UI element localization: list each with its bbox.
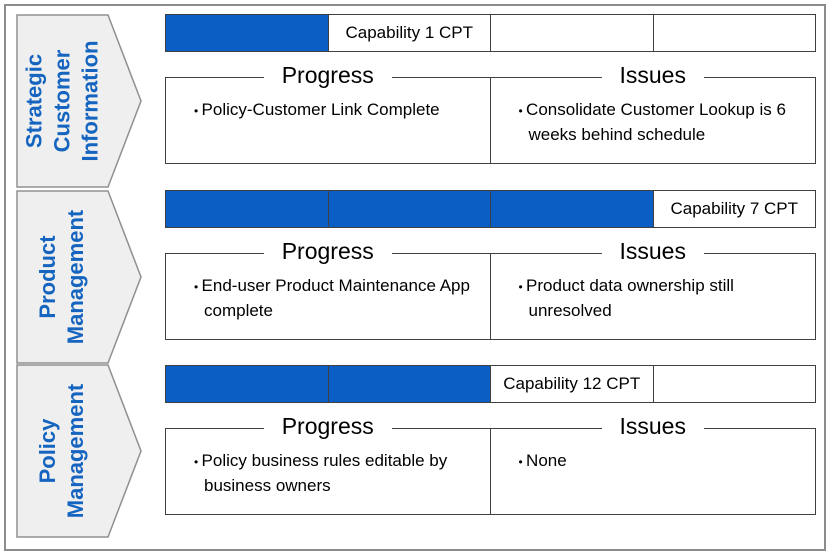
issues-title: Issues [601, 62, 704, 88]
progress-segment [166, 191, 329, 227]
capability-label: Capability 12 CPT [503, 374, 641, 393]
progress-title: Progress [263, 62, 392, 88]
progress-text: Policy business rules editable by busine… [201, 451, 448, 495]
progress-column: Progress • Policy-Customer Link Complete [166, 62, 491, 163]
status-box: Progress • Policy-Customer Link Complete… [165, 62, 816, 164]
progress-segment [328, 366, 491, 402]
progress-bullet: • Policy business rules editable by busi… [194, 451, 448, 495]
status-box: Progress • End-user Product Maintenance … [165, 238, 816, 340]
progress-text: Policy-Customer Link Complete [201, 100, 440, 119]
chevron-shape [16, 14, 142, 188]
issues-bullet: • Consolidate Customer Lookup is 6 weeks… [518, 100, 786, 144]
issues-title: Issues [601, 238, 704, 264]
capability-progress-bar: Capability 12 CPT [165, 365, 816, 403]
progress-segment: Capability 1 CPT [329, 15, 491, 51]
issues-column: Issues • Consolidate Customer Lookup is … [491, 62, 816, 163]
issues-text: Consolidate Customer Lookup is 6 weeks b… [526, 100, 786, 144]
issues-bullet: • Product data ownership still unresolve… [518, 276, 734, 320]
issues-bullet: • None [518, 451, 567, 470]
capability-label: Capability 7 CPT [670, 199, 799, 218]
chevron-shape [16, 190, 142, 364]
row-chevron-policy-management: Policy Management [16, 364, 142, 538]
issues-column: Issues • Product data ownership still un… [491, 238, 816, 339]
progress-segment [491, 191, 654, 227]
progress-title: Progress [263, 238, 392, 264]
progress-title: Progress [263, 413, 392, 439]
progress-column: Progress • End-user Product Maintenance … [166, 238, 491, 339]
issues-column: Issues • None [491, 413, 816, 514]
row-chevron-strategic-customer-information: Strategic Customer Information [16, 14, 142, 188]
capability-progress-bar: Capability 7 CPT [165, 190, 816, 228]
row-label: Policy Management [35, 383, 89, 519]
issues-text: None [526, 451, 567, 470]
progress-text: End-user Product Maintenance App complet… [201, 276, 470, 320]
capability-progress-bar: Capability 1 CPT [165, 14, 816, 52]
progress-segment [654, 15, 816, 51]
row-label: Strategic Customer Information [21, 40, 102, 162]
progress-bullet: • Policy-Customer Link Complete [194, 100, 440, 119]
row-label: Product Management [35, 209, 89, 345]
progress-segment: Capability 12 CPT [491, 366, 654, 402]
progress-segment [654, 366, 816, 402]
progress-segment: Capability 7 CPT [654, 191, 816, 227]
progress-segment [166, 15, 329, 51]
capability-label: Capability 1 CPT [345, 23, 474, 42]
progress-column: Progress • Policy business rules editabl… [166, 413, 491, 514]
diagram-frame [4, 4, 826, 551]
progress-segment [328, 191, 491, 227]
progress-segment [166, 366, 329, 402]
issues-title: Issues [601, 413, 704, 439]
status-box: Progress • Policy business rules editabl… [165, 413, 816, 515]
issues-text: Product data ownership still unresolved [526, 276, 734, 320]
chevron-shape [16, 364, 142, 538]
row-chevron-product-management: Product Management [16, 190, 142, 364]
progress-bullet: • End-user Product Maintenance App compl… [194, 276, 470, 320]
progress-segment [491, 15, 654, 51]
